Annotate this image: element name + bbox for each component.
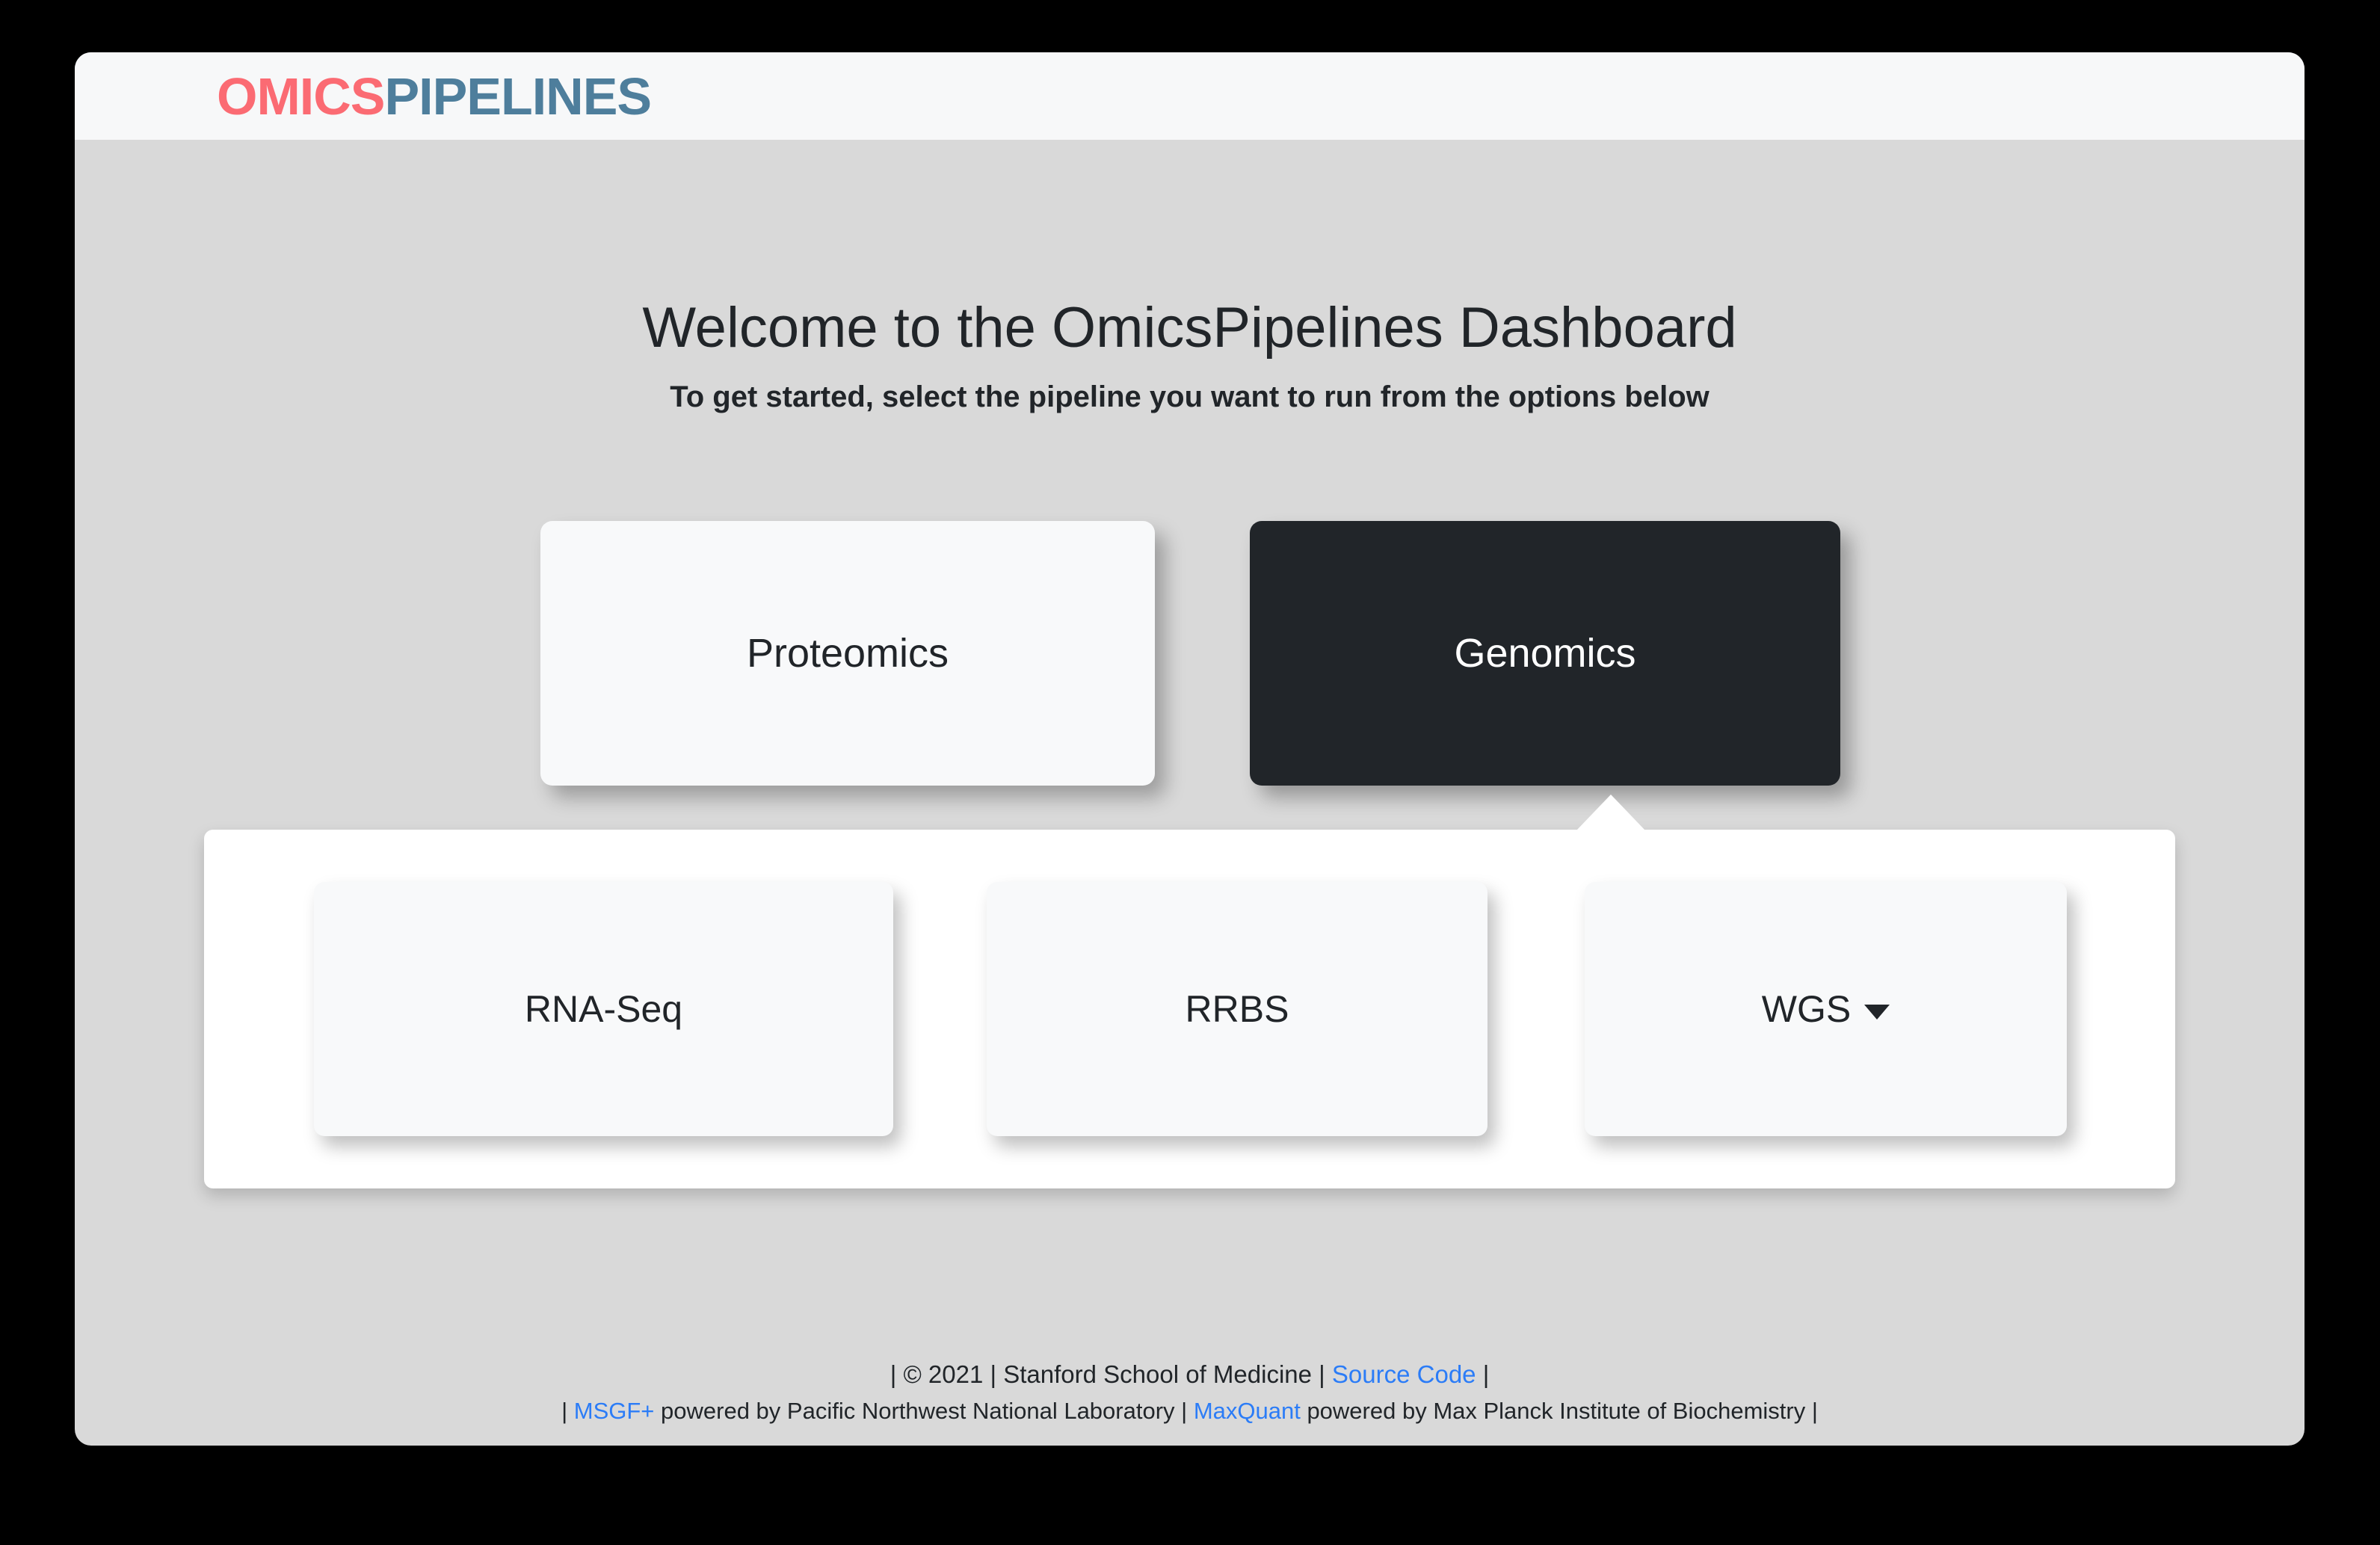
footer-credits-prefix: |	[561, 1397, 574, 1424]
pipeline-card-proteomics[interactable]: Proteomics	[540, 521, 1155, 786]
subpipeline-card-rrbs-label: RRBS	[1185, 988, 1289, 1030]
pipeline-card-proteomics-label: Proteomics	[746, 631, 949, 676]
page-footer: | © 2021 | Stanford School of Medicine |…	[75, 1355, 2305, 1429]
brand-logo-omics: OMICS	[217, 67, 385, 126]
footer-credits-mid: powered by Pacific Northwest National La…	[654, 1397, 1194, 1424]
subpipeline-card-wgs[interactable]: WGS	[1585, 882, 2067, 1136]
subpipeline-panel: RNA-Seq RRBS WGS	[204, 830, 2175, 1188]
footer-copyright-suffix: |	[1476, 1360, 1490, 1388]
subpipeline-card-rna-seq[interactable]: RNA-Seq	[314, 882, 893, 1136]
footer-copyright-text: | © 2021 | Stanford School of Medicine |	[890, 1360, 1332, 1388]
chevron-down-icon	[1864, 1005, 1890, 1020]
brand-logo-pipelines: PIPELINES	[384, 67, 652, 126]
pipeline-card-genomics-label: Genomics	[1454, 631, 1636, 676]
subpipeline-card-wgs-label: WGS	[1761, 988, 1852, 1030]
app-window: OMICSPIPELINES Welcome to the OmicsPipel…	[75, 52, 2305, 1446]
app-header: OMICSPIPELINES	[75, 52, 2305, 140]
subpipeline-card-rrbs[interactable]: RRBS	[987, 882, 1488, 1136]
brand-logo[interactable]: OMICSPIPELINES	[217, 67, 652, 126]
footer-line-copyright: | © 2021 | Stanford School of Medicine |…	[75, 1355, 2305, 1393]
footer-credits-suffix: powered by Max Planck Institute of Bioch…	[1300, 1397, 1818, 1424]
main-content: Welcome to the OmicsPipelines Dashboard …	[75, 140, 2305, 1446]
page-title: Welcome to the OmicsPipelines Dashboard	[642, 296, 1737, 360]
panel-pointer-triangle-icon	[1576, 795, 1645, 830]
footer-link-source-code[interactable]: Source Code	[1331, 1360, 1476, 1388]
footer-line-credits: | MSGF+ powered by Pacific Northwest Nat…	[75, 1393, 2305, 1429]
footer-link-maxquant[interactable]: MaxQuant	[1193, 1397, 1301, 1424]
subpipeline-card-rna-seq-label: RNA-Seq	[524, 988, 683, 1030]
footer-link-msgf-plus[interactable]: MSGF+	[573, 1397, 655, 1424]
page-subtitle: To get started, select the pipeline you …	[670, 380, 1710, 413]
pipeline-card-genomics[interactable]: Genomics	[1250, 521, 1840, 786]
